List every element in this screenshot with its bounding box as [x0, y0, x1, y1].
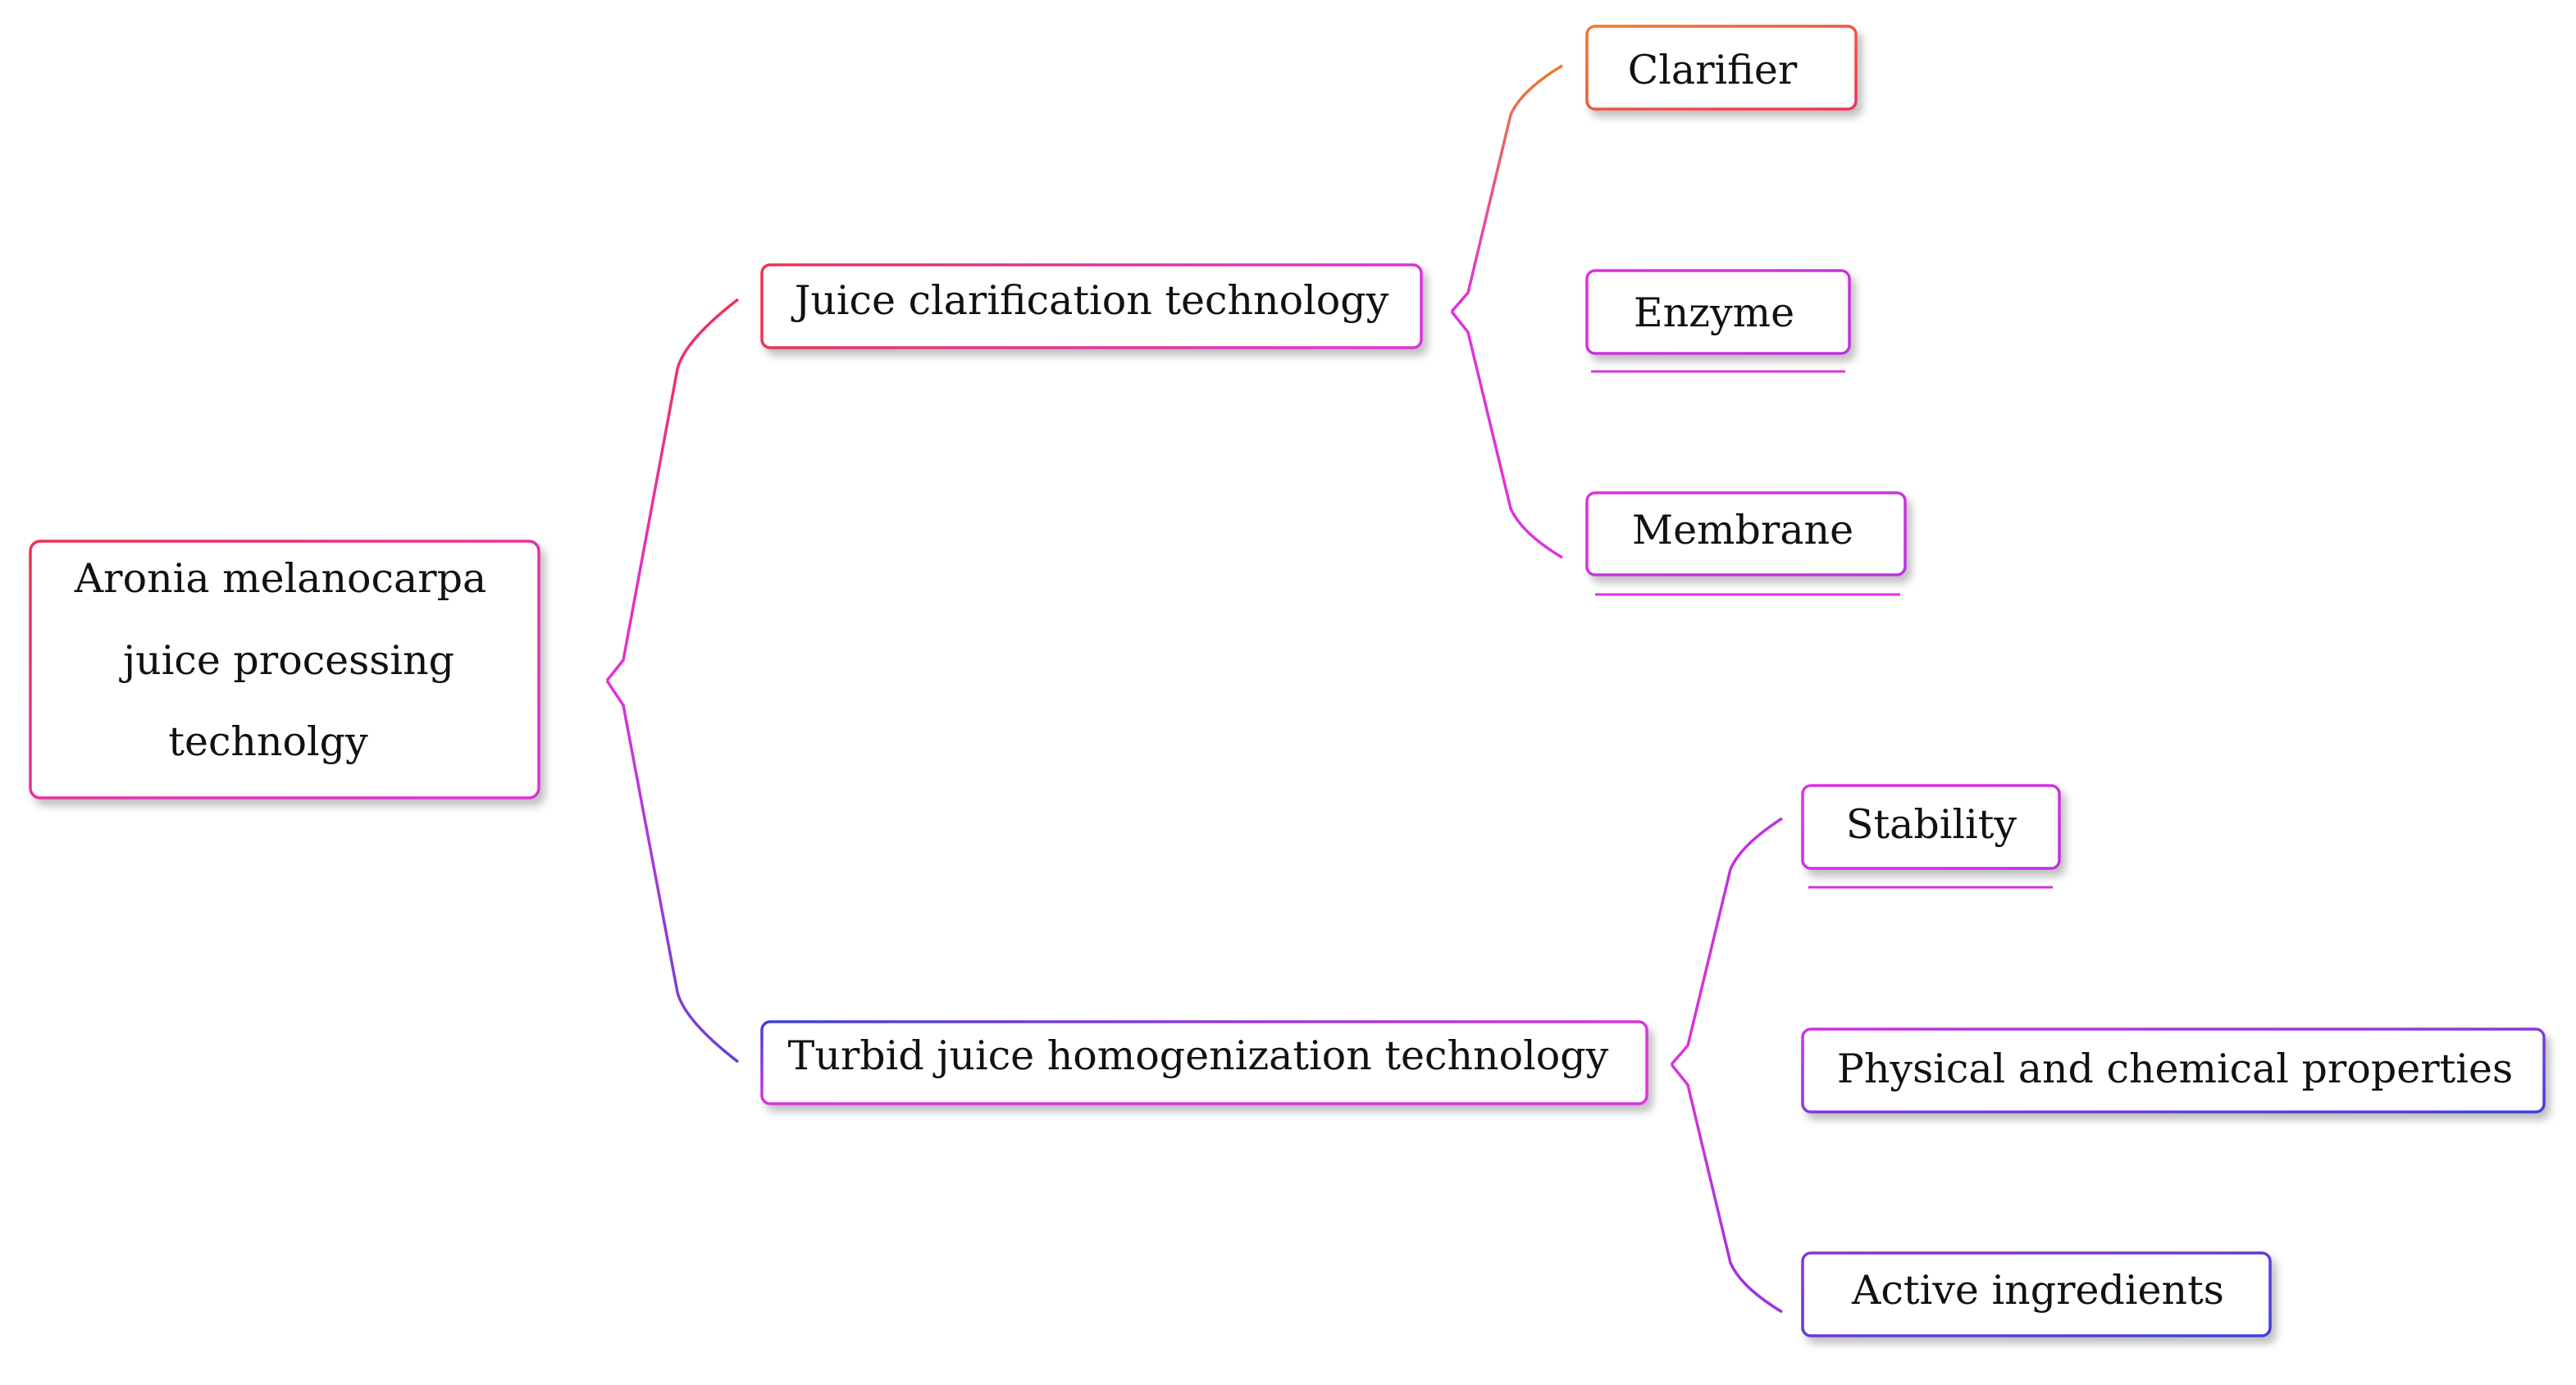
leaf-physical-chemical-properties-label: Physical and chemical properties	[1837, 1046, 2513, 1092]
clarification-connectors	[1450, 64, 1563, 559]
connector-to-active-ingredients	[1670, 1063, 1783, 1314]
leaf-membrane[interactable]: Membrane	[1585, 491, 1907, 596]
leaf-clarifier-box	[1585, 25, 1858, 111]
root-node[interactable]: Aronia melanocarpa juice processing tech…	[29, 540, 540, 819]
leaf-enzyme-label: Enzyme	[1634, 289, 1794, 336]
connector-to-membrane	[1450, 310, 1563, 559]
leaf-enzyme[interactable]: Enzyme	[1585, 269, 1851, 373]
branch-clarification[interactable]: Juice clarification technology	[760, 263, 1423, 367]
root-node-label-line-3: technolgy	[168, 718, 368, 765]
leaf-active-ingredients[interactable]: Active ingredients	[1801, 1251, 2272, 1356]
connector-to-clarifier	[1450, 64, 1563, 313]
root-node-label-line-1: Aronia melanocarpa	[74, 555, 486, 602]
connector-root-to-clarification	[605, 298, 740, 682]
leaf-physical-chemical-properties[interactable]: Physical and chemical properties	[1801, 1027, 2546, 1134]
leaf-enzyme-box	[1585, 269, 1851, 355]
leaf-membrane-label: Membrane	[1632, 507, 1853, 554]
leaf-membrane-box	[1585, 491, 1907, 576]
leaf-stability-box	[1801, 784, 2061, 870]
branch-homogenization-label: Turbid juice homogenization technology	[788, 1032, 1609, 1079]
homogenization-connectors	[1670, 817, 1783, 1314]
branch-clarification-label: Juice clarification technology	[791, 277, 1389, 324]
root-node-label-line-2: juice processing	[119, 637, 454, 684]
leaf-clarifier-label: Clarifier	[1628, 47, 1798, 93]
branch-clarification-box	[760, 263, 1423, 349]
leaf-active-ingredients-box	[1801, 1251, 2272, 1337]
leaf-clarifier[interactable]: Clarifier	[1585, 25, 1858, 125]
root-connectors	[605, 298, 740, 1064]
branch-homogenization-box	[760, 1020, 1648, 1105]
branch-homogenization[interactable]: Turbid juice homogenization technology	[760, 1020, 1648, 1128]
leaf-active-ingredients-label: Active ingredients	[1851, 1267, 2224, 1314]
leaf-stability-label: Stability	[1846, 801, 2017, 848]
root-node-box	[29, 540, 540, 800]
leaf-stability[interactable]: Stability	[1801, 784, 2061, 889]
connector-root-to-homogenization	[605, 680, 740, 1064]
connector-to-stability	[1670, 817, 1783, 1066]
leaf-physical-chemical-properties-box	[1801, 1027, 2546, 1114]
